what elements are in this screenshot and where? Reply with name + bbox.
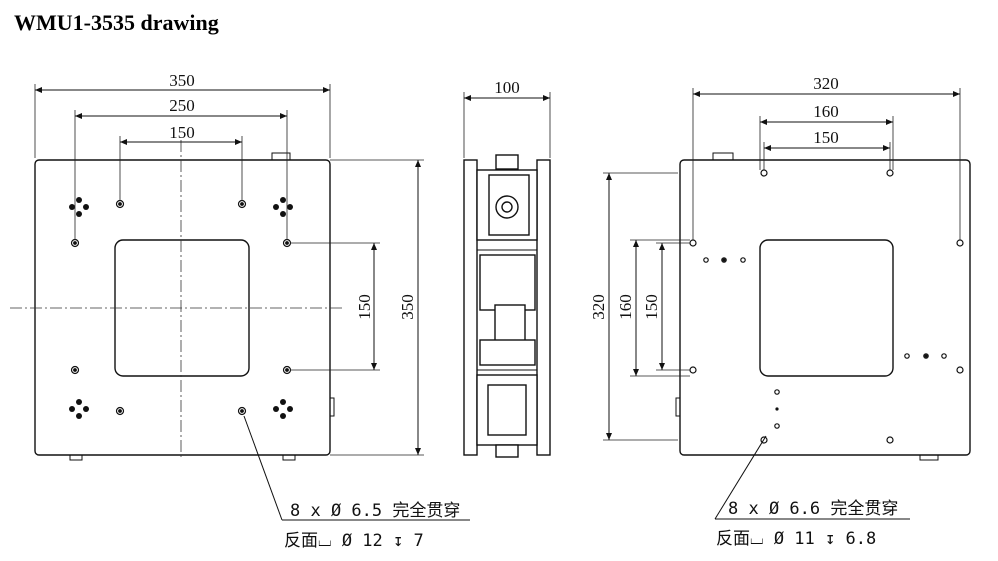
front-width-dim: 350: [169, 71, 195, 90]
side-bottom-knob: [495, 444, 519, 458]
back-bottom-tab: [919, 454, 939, 461]
front-top-tab: [271, 152, 291, 161]
side-thickness-dim: 100: [494, 78, 520, 97]
front-bottom-tab-right: [282, 454, 296, 461]
side-top-knob: [495, 154, 519, 170]
drawing-title: WMU1-3535 drawing: [14, 10, 219, 35]
front-hole-note-line2: 反面⌴ Ø 12 ↧ 7: [284, 531, 424, 551]
side-view: 100: [463, 78, 551, 458]
back-vertical-inner-span-dim: 150: [642, 294, 661, 320]
front-outer-hole-span-dim: 250: [169, 96, 195, 115]
back-width-dim: 320: [813, 74, 839, 93]
side-left-plate: [463, 159, 478, 456]
front-vertical-hole-span-dim: 150: [355, 294, 374, 320]
back-hole-note-line2: 反面⌴ Ø 11 ↧ 6.8: [716, 529, 876, 549]
back-top-tab: [712, 152, 734, 161]
front-view: 350 250 150 150 350 8 x Ø 6.5 完全贯穿 反面⌴ Ø…: [10, 71, 470, 551]
front-bottom-tab-left: [69, 454, 83, 461]
back-note-leader: [714, 435, 767, 520]
front-inner-hole-span-dim: 150: [169, 123, 195, 142]
back-outer-hole-span-dim: 160: [813, 102, 839, 121]
back-vertical-outer-span-dim: 160: [616, 294, 635, 320]
back-view: 320 160 150 320 160 150 8 x Ø 6.6 完全贯穿 反…: [589, 74, 971, 549]
front-hole-clusters: [69, 197, 293, 419]
front-hole-note-line1: 8 x Ø 6.5 完全贯穿: [290, 501, 460, 521]
back-center-aperture: [759, 239, 894, 377]
front-note-leader: [243, 415, 283, 521]
side-middle-block: [479, 254, 536, 311]
back-hole-note-line1: 8 x Ø 6.6 完全贯穿: [728, 499, 898, 519]
front-height-dim: 350: [398, 294, 417, 320]
back-height-dim: 320: [589, 294, 608, 320]
back-inner-hole-span-dim: 150: [813, 128, 839, 147]
back-side-tab: [675, 397, 681, 417]
front-mount-holes: [70, 199, 292, 416]
front-side-tab: [329, 397, 335, 417]
side-right-plate: [536, 159, 551, 456]
